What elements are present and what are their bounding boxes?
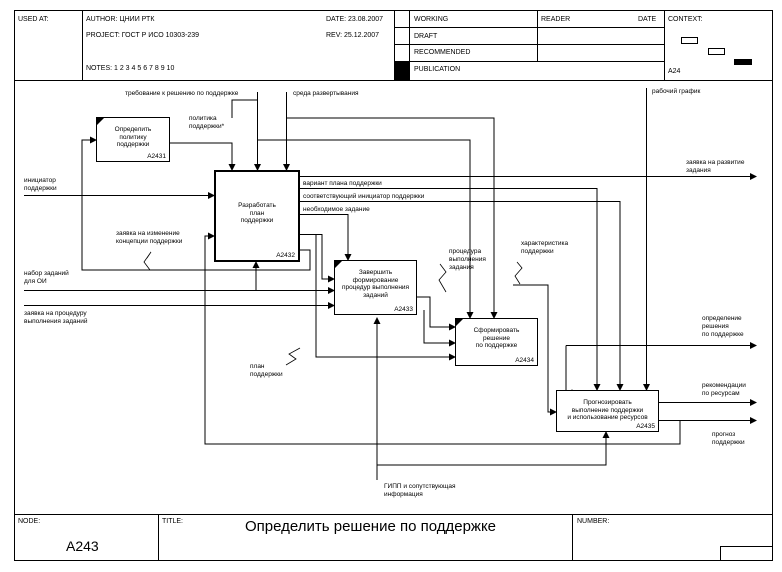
status-draft: DRAFT bbox=[414, 33, 438, 40]
activity-box-a2435[interactable]: Прогнозировать выполнение поддержки и ис… bbox=[556, 390, 659, 432]
label-change-request-1: заявка на изменение bbox=[116, 230, 180, 237]
box-corner-mark bbox=[97, 118, 104, 125]
activity-number: A2434 bbox=[515, 357, 534, 364]
label-procedure-request-1: заявка на процедуру bbox=[24, 310, 87, 317]
used-at-label: USED AT: bbox=[18, 16, 49, 23]
label-gipp-2: информация bbox=[384, 491, 423, 498]
box-corner-mark bbox=[335, 261, 342, 268]
label-procedure-2: выполнения bbox=[449, 256, 486, 263]
label-task-set-2: для ОИ bbox=[24, 278, 47, 285]
label-request-dev-2: задания bbox=[686, 167, 711, 174]
label-plan-1: план bbox=[250, 363, 265, 370]
reader-label: READER bbox=[541, 16, 571, 23]
status-publication: PUBLICATION bbox=[414, 66, 461, 73]
label-procedure-1: процедура bbox=[449, 248, 482, 255]
label-decision-def-1: определение bbox=[702, 315, 742, 322]
label-decision-def-3: по поддержке bbox=[702, 331, 744, 338]
activity-number: A2431 bbox=[147, 153, 166, 160]
date-field: DATE: 23.08.2007 bbox=[326, 16, 384, 23]
box-corner-mark bbox=[456, 319, 463, 326]
activity-number: A2432 bbox=[276, 252, 295, 259]
label-decision-def-2: решения bbox=[702, 323, 729, 330]
activity-title: Определить политику поддержки bbox=[114, 126, 152, 148]
activity-number: A2435 bbox=[636, 423, 655, 430]
label-forecast-1: прогноз bbox=[712, 431, 736, 438]
activity-box-a2431[interactable]: Определить политику поддержки A2431 bbox=[96, 117, 170, 162]
label-forecast-2: поддержки bbox=[712, 439, 745, 446]
activity-box-a2433[interactable]: Завершить формирование процедур выполнен… bbox=[334, 260, 417, 315]
label-request-dev-1: заявка на развитие bbox=[686, 159, 745, 166]
label-req-decision: требование к решению по поддержке bbox=[125, 90, 239, 97]
activity-title: Завершить формирование процедур выполнен… bbox=[341, 269, 410, 299]
activity-title: Прогнозировать выполнение поддержки и ис… bbox=[567, 399, 648, 421]
label-task-set-1: набор заданий bbox=[24, 270, 69, 277]
label-resource-rec-2: по ресурсам bbox=[702, 390, 740, 397]
activity-title: Разработать план поддержки bbox=[238, 202, 276, 224]
label-work-schedule: рабочий график bbox=[652, 88, 701, 95]
label-procedure-3: задания bbox=[449, 264, 474, 271]
label-change-request-2: концепции поддержки bbox=[116, 238, 183, 245]
rev-field: REV: 25.12.2007 bbox=[326, 32, 380, 39]
label-required-task: необходимое задание bbox=[303, 206, 370, 213]
node-value: A243 bbox=[66, 538, 99, 554]
label-support-policy-2: поддержки* bbox=[189, 123, 225, 130]
date-column-label: DATE bbox=[638, 16, 657, 23]
label-plan-variant: вариант плана поддержки bbox=[303, 180, 382, 187]
diagram-title: Определить решение по поддержке bbox=[245, 518, 497, 535]
label-support-policy-1: политика bbox=[189, 115, 217, 122]
node-label: NODE: bbox=[18, 518, 41, 525]
label-plan-2: поддержки bbox=[250, 371, 283, 378]
activity-title: Сформировать решение по поддержке bbox=[473, 327, 520, 349]
context-label: CONTEXT: bbox=[668, 16, 703, 23]
project-field: PROJECT: ГОСТ Р ИСО 10303-239 bbox=[86, 32, 200, 39]
label-resource-rec-1: рекомендации bbox=[702, 382, 746, 389]
author-field: AUTHOR: ЦНИИ РТК bbox=[86, 16, 155, 23]
status-working: WORKING bbox=[414, 16, 449, 23]
label-gipp-1: ГИПП и сопутствующая bbox=[384, 483, 456, 490]
label-procedure-request-2: выполнения заданий bbox=[24, 318, 88, 325]
label-matching-initiator: соответствующий инициатор поддержки bbox=[303, 193, 425, 200]
label-characteristic-1: характеристика bbox=[521, 240, 569, 247]
label-characteristic-2: поддержки bbox=[521, 248, 554, 255]
context-node: A24 bbox=[668, 68, 681, 75]
activity-box-a2432[interactable]: Разработать план поддержки A2432 bbox=[214, 170, 300, 262]
number-label: NUMBER: bbox=[577, 518, 610, 525]
status-recommended: RECOMMENDED bbox=[414, 49, 471, 56]
label-initiator-2: поддержки bbox=[24, 185, 57, 192]
title-label: TITLE: bbox=[162, 518, 184, 525]
label-deploy-env: среда развертывания bbox=[293, 90, 359, 97]
activity-number: A2433 bbox=[394, 306, 413, 313]
activity-box-a2434[interactable]: Сформировать решение по поддержке A2434 bbox=[455, 318, 538, 366]
notes-field: NOTES: 1 2 3 4 5 6 7 8 9 10 bbox=[86, 65, 175, 72]
label-initiator-1: инициатор bbox=[24, 177, 56, 184]
